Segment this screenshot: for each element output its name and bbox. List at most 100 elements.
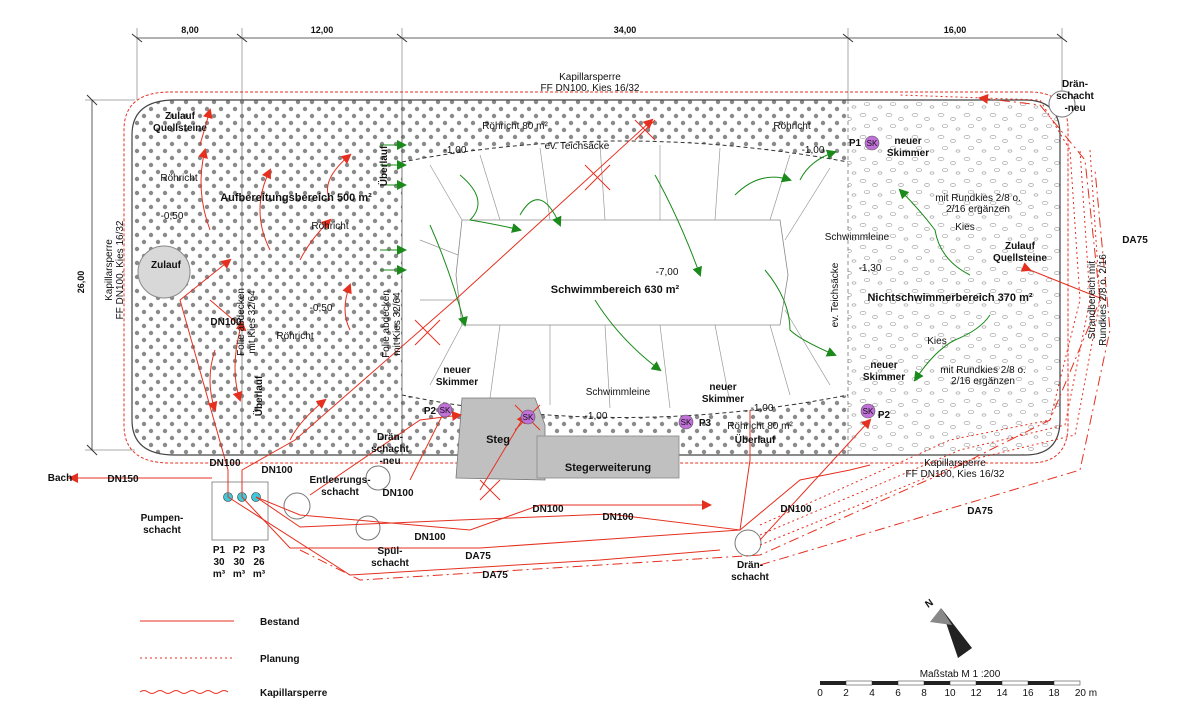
roehricht-80-bottom: Röhricht 80 m² [727, 421, 793, 432]
legend: Bestand Planung Kapillarsperre [139, 617, 328, 699]
schwimmleine-bottom: Schwimmleine [586, 387, 651, 398]
kies-bottom: Kies [927, 336, 946, 347]
neuer-skimmer-b-1: neuer [709, 382, 736, 393]
neuer-skimmer-a-2: Skimmer [436, 377, 478, 388]
svg-text:SK: SK [863, 407, 874, 416]
swim-line-top [401, 140, 849, 163]
roehricht-lower: Röhricht [276, 331, 313, 342]
draenschacht-1: Drän- [737, 560, 763, 571]
folie-a-1: Folie abdecken [236, 288, 247, 356]
spuelschacht-2: schacht [371, 558, 409, 569]
neuer-skimmer-c-2: Skimmer [887, 148, 929, 159]
scale-tick-10: 10 [944, 688, 956, 699]
north-arrow: N [923, 597, 972, 658]
p1-label: P1 [849, 138, 862, 149]
depth-100-b: -1,00 [802, 145, 825, 156]
kapillarsperre-left-1: Kapillarsperre [104, 239, 115, 301]
svg-text:SK: SK [440, 406, 451, 415]
ev-teichsaecke-right: ev. Teichsäcke [830, 262, 841, 327]
kapillarsperre-bottom-2: FF DN100, Kies 16/32 [906, 469, 1005, 480]
deep-zone [455, 219, 789, 326]
scale-tick-8: 8 [921, 688, 927, 699]
entleerungsschacht-circle [283, 492, 311, 520]
scale-tick-12: 12 [970, 688, 982, 699]
da75-b: DA75 [482, 570, 508, 581]
draenschacht-neu-top-1: Drän- [1062, 79, 1088, 90]
svg-text:SK: SK [523, 413, 534, 422]
rundkies-top-1: mit Rundkies 2/8 o. [935, 193, 1021, 204]
rundkies-top-2: 2/16 ergänzen [946, 204, 1010, 215]
zulauf-circle [137, 245, 191, 299]
bach-label: Bach [48, 473, 72, 484]
spuelschacht-1: Spül- [378, 546, 403, 557]
pump-p1-name: P1 [213, 545, 226, 556]
depth-100-c: -1,00 [585, 411, 608, 422]
dn100-pump-b: DN100 [261, 465, 293, 476]
ueberlauf-top: Überlauf [377, 145, 390, 186]
dim-26: 26,00 [76, 271, 86, 294]
neuer-skimmer-b-2: Skimmer [702, 394, 744, 405]
p2-right-label: P2 [878, 410, 891, 421]
roehricht-mid: Röhricht [311, 221, 348, 232]
scale-tick-0: 0 [817, 688, 823, 699]
folie-a-2: mit Kies 32/64 [247, 290, 258, 354]
pumpenschacht-box [211, 481, 269, 541]
depth-100-a: -1,00 [444, 145, 467, 156]
red-arrows [179, 108, 352, 441]
pump-p3-name: P3 [253, 545, 266, 556]
scale-tick-14: 14 [996, 688, 1008, 699]
depth-130: -1,30 [859, 263, 882, 274]
kapillarsperre-bottom-1: Kapillarsperre [924, 458, 986, 469]
pumpenschacht-2: schacht [143, 525, 181, 536]
ueberlauf-bottom: Überlauf [735, 433, 776, 446]
p2-left-label: P2 [424, 406, 437, 417]
dim-12: 12,00 [311, 25, 334, 35]
slope-lines [419, 144, 831, 409]
scale-tick-20: 20 m [1075, 688, 1097, 699]
kapillarsperre-line [123, 91, 1069, 464]
dn100-mid: DN100 [532, 504, 564, 515]
skimmer-p2-right: SK [860, 403, 876, 419]
roehricht-left: Röhricht [160, 173, 197, 184]
schwimmbereich: Schwimmbereich 630 m² [551, 284, 680, 296]
draenschacht-2: schacht [731, 572, 769, 583]
nichtschwimmerbereich: Nichtschwimmerbereich 370 m² [867, 292, 1032, 304]
dim-34: 34,00 [614, 25, 637, 35]
draenschacht-neu-top-3: -neu [1064, 103, 1085, 114]
aufbereitungsbereich: Aufbereitungsbereich 500 m² [220, 192, 372, 204]
da75-a: DA75 [465, 551, 491, 562]
dim-8: 8,00 [181, 25, 199, 35]
kapillarsperre-left-2: FF DN100, Kies 16/32 [115, 220, 126, 319]
planning-lines [759, 94, 1101, 546]
scale-title: Maßstab M 1 :200 [920, 669, 1001, 680]
skimmer-steg: SK [520, 409, 536, 425]
pump-p1-unit: m³ [213, 569, 226, 580]
spuelschacht-circle [355, 515, 381, 541]
dn100-right: DN100 [780, 504, 812, 515]
neuer-skimmer-c-1: neuer [894, 136, 921, 147]
ev-teichsaecke-top: ev. Teichsäcke [545, 141, 610, 152]
pump-p3-vol: 26 [253, 557, 265, 568]
kapillarsperre-top-2: FF DN100, Kies 16/32 [541, 83, 640, 94]
zulauf-quellsteine-left-1: Zulauf [165, 111, 196, 122]
neuer-skimmer-d-2: Skimmer [863, 372, 905, 383]
svg-text:SK: SK [867, 139, 878, 148]
draenschacht-neu-1: Drän- [377, 432, 403, 443]
legend-planung: Planung [260, 654, 299, 665]
scale-tick-2: 2 [843, 688, 849, 699]
da75-c: DA75 [967, 506, 993, 517]
pool-outline [131, 99, 1061, 456]
scale-tick-18: 18 [1048, 688, 1060, 699]
dn100-mid-2: DN100 [602, 512, 634, 523]
folie-b-2: mit Kies 32/64 [392, 292, 403, 356]
pump-p1-vol: 30 [213, 557, 225, 568]
strandbereich-2: Rundkies 2/8 o. 2/16 [1098, 254, 1109, 346]
legend-kapillarsperre-line [139, 690, 229, 694]
draenschacht-neu-top-2: schacht [1056, 91, 1094, 102]
draenschacht-neu-2: schacht [371, 444, 409, 455]
swim-line-bottom [401, 394, 849, 418]
dn100-spuel: DN100 [414, 532, 446, 543]
zulauf-quellsteine-right-2: Quellsteine [993, 253, 1047, 264]
dn150-label: DN150 [107, 474, 139, 485]
scale-tick-4: 4 [869, 688, 875, 699]
